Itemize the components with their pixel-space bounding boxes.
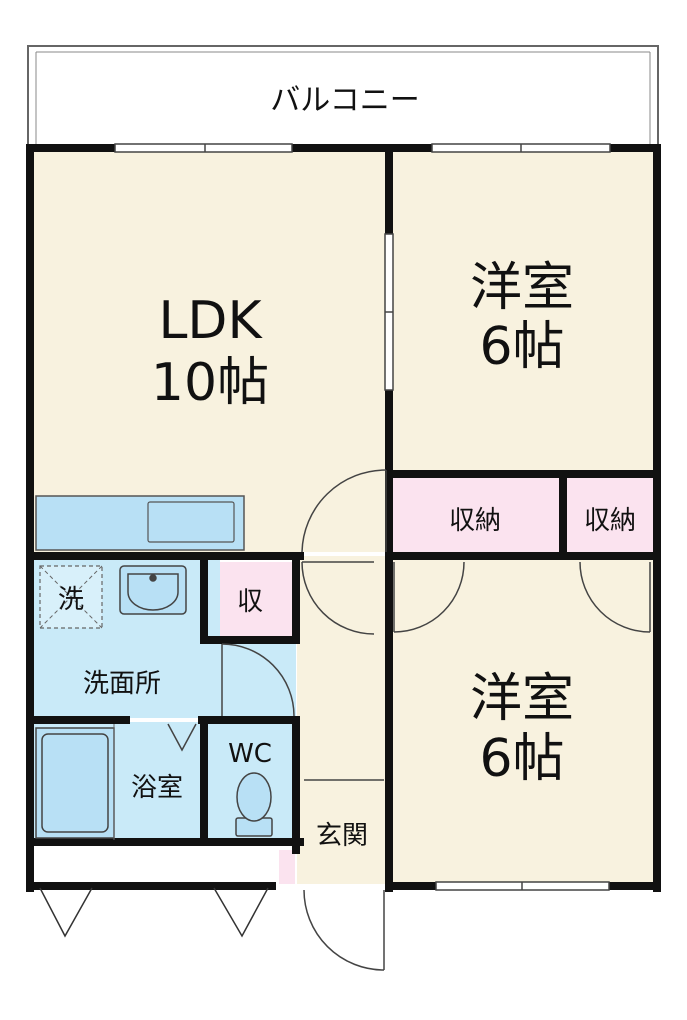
washroom-label: 洗面所 (83, 669, 161, 699)
storage-small-label: 収 (237, 587, 263, 617)
entrance-label: 玄関 (316, 821, 368, 851)
hallway-floor (297, 556, 387, 884)
bedroom-south-size: 6帖 (479, 729, 564, 789)
bedroom-north-floor (391, 152, 653, 472)
toilet-label: WC (228, 739, 272, 769)
closet-left-label: 収納 (449, 506, 501, 536)
bathtub (35, 727, 115, 839)
walls (26, 144, 661, 892)
windows (114, 143, 611, 891)
balcony-label: バルコニー (270, 83, 419, 118)
closet-right-label: 収納 (584, 506, 636, 536)
storage-small-floor (207, 562, 293, 636)
balcony: バルコニー (27, 45, 659, 147)
exterior-doors (39, 887, 269, 938)
bedroom-north-size: 6帖 (479, 317, 564, 377)
bedroom-south-name: 洋室 (470, 669, 574, 729)
ldk-floor (34, 152, 387, 552)
toilet-fixture (235, 772, 273, 837)
bedroom-south-floor (391, 560, 653, 884)
washer-space: 洗 (39, 565, 103, 629)
washer-label: 洗 (58, 585, 84, 615)
washbasin (119, 565, 187, 615)
entrance-step (279, 850, 295, 884)
kitchen-counter (35, 495, 245, 551)
bedroom-north-name: 洋室 (470, 258, 574, 318)
ldk-size: 10帖 (151, 353, 269, 413)
closet-right-floor (567, 478, 653, 552)
door-swings (167, 469, 651, 971)
bathroom-label: 浴室 (131, 773, 183, 803)
ldk-name: LDK (158, 291, 263, 351)
closet-left-floor (391, 478, 559, 552)
